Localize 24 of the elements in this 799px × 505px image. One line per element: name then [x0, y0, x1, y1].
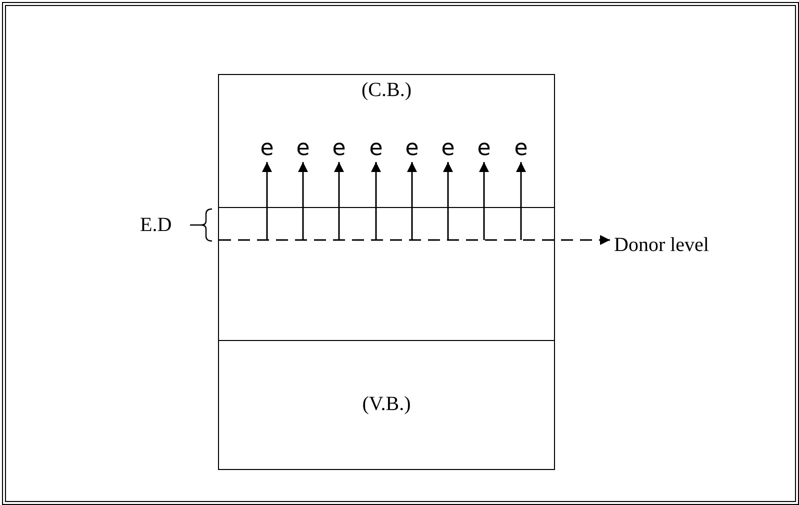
- electron-label: e: [367, 136, 385, 162]
- donor-level-line: [219, 235, 610, 245]
- conduction-band: [218, 74, 555, 208]
- excitation-arrow: [516, 162, 526, 240]
- electron-label: e: [258, 136, 276, 162]
- excitation-arrow: [407, 162, 417, 240]
- electron-label: e: [330, 136, 348, 162]
- excitation-arrow: [479, 162, 489, 240]
- excitation-arrow: [334, 162, 344, 240]
- electron-label: e: [403, 136, 421, 162]
- excitation-arrow: [298, 162, 308, 240]
- band-label: (C.B.): [360, 79, 412, 102]
- electron-label: e: [512, 136, 530, 162]
- gap-label: E.D: [140, 214, 172, 237]
- level-label: Donor level: [614, 232, 764, 258]
- electron-label: e: [475, 136, 493, 162]
- valence-band: [218, 340, 555, 470]
- excitation-arrow: [262, 162, 272, 240]
- band-label: (V.B.): [361, 393, 412, 416]
- electron-label: e: [439, 136, 457, 162]
- excitation-arrow: [443, 162, 453, 240]
- band-gap-region: [218, 207, 555, 341]
- excitation-arrow: [371, 162, 381, 240]
- electron-label: e: [294, 136, 312, 162]
